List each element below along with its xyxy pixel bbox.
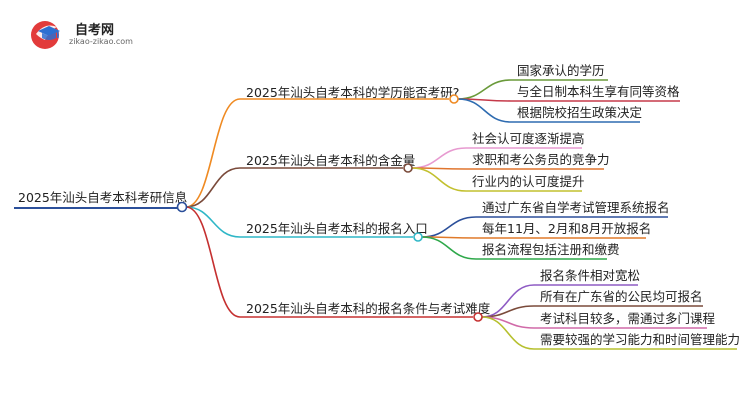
edge-branch-3-child-1 xyxy=(421,216,477,238)
child-label-3-2[interactable]: 每年11月、2月和8月开放报名 xyxy=(482,221,651,236)
child-label-2-1[interactable]: 社会认可度逐渐提高 xyxy=(472,131,585,146)
edge-branch-3-child-3 xyxy=(421,236,477,260)
logo[interactable]: 自考网 zikao-zikao.com xyxy=(30,18,140,50)
edge-branch-1-child-1 xyxy=(457,79,512,100)
edge-root-branch-2 xyxy=(185,167,241,208)
branch-label-2[interactable]: 2025年汕头自考本科的含金量 xyxy=(246,153,415,168)
branch-node-dot-3[interactable] xyxy=(413,232,423,242)
child-label-4-4[interactable]: 需要较强的学习能力和时间管理能力 xyxy=(540,332,740,347)
branch-node-dot-1[interactable] xyxy=(449,94,459,104)
edge-branch-1-child-3 xyxy=(457,98,512,123)
child-label-3-3[interactable]: 报名流程包括注册和缴费 xyxy=(482,242,620,257)
branch-label-4[interactable]: 2025年汕头自考本科的报名条件与考试难度 xyxy=(246,301,491,316)
edge-root-branch-1 xyxy=(185,98,241,208)
child-label-1-1[interactable]: 国家承认的学历 xyxy=(517,63,605,78)
branch-node-dot-4[interactable] xyxy=(473,312,483,322)
logo-url: zikao-zikao.com xyxy=(69,37,133,46)
branch-node-dot-2[interactable] xyxy=(403,163,413,173)
child-label-3-1[interactable]: 通过广东省自学考试管理系统报名 xyxy=(482,200,670,215)
child-label-1-3[interactable]: 根据院校招生政策决定 xyxy=(517,105,642,120)
edge-branch-2-child-3 xyxy=(411,167,467,192)
child-label-2-2[interactable]: 求职和考公务员的竞争力 xyxy=(472,152,610,167)
child-label-2-3[interactable]: 行业内的认可度提升 xyxy=(472,174,585,189)
graduation-cap-icon xyxy=(31,21,60,49)
root-node-label[interactable]: 2025年汕头自考本科考研信息 xyxy=(18,190,187,205)
child-label-1-2[interactable]: 与全日制本科生享有同等资格 xyxy=(517,84,680,99)
child-label-4-1[interactable]: 报名条件相对宽松 xyxy=(540,268,640,283)
branch-label-3[interactable]: 2025年汕头自考本科的报名入口 xyxy=(246,221,428,236)
logo-title: 自考网 xyxy=(75,23,115,38)
root-node-dot[interactable] xyxy=(176,201,188,213)
edge-branch-4-child-4 xyxy=(481,316,535,350)
edge-root-branch-4 xyxy=(185,206,241,318)
child-label-4-3[interactable]: 考试科目较多，需通过多门课程 xyxy=(540,311,716,326)
branch-label-1[interactable]: 2025年汕头自考本科的学历能否考研? xyxy=(246,85,459,100)
child-label-4-2[interactable]: 所有在广东省的公民均可报名 xyxy=(540,289,703,304)
edge-root-branch-3 xyxy=(185,206,241,238)
edge-branch-2-child-1 xyxy=(411,147,467,169)
